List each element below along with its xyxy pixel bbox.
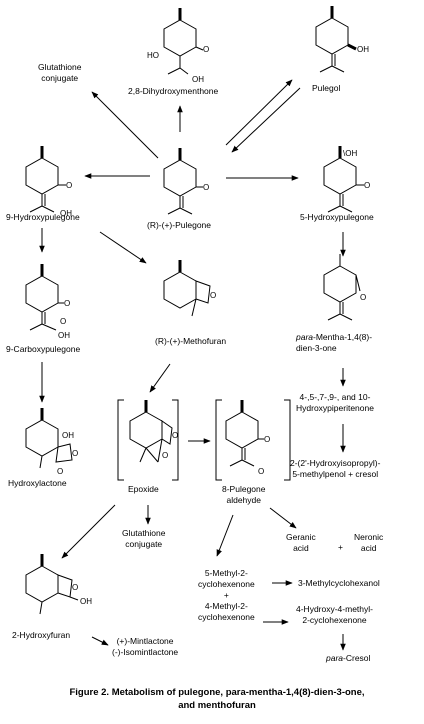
arrow-pulegone-to-pulegol <box>225 79 293 146</box>
aldehyde-carbonyl-oxygen: O <box>258 467 264 476</box>
epoxide-bracket-right <box>172 399 179 481</box>
carboxypulegone-structure <box>25 264 64 331</box>
pulegone-aldehyde-structure <box>225 400 264 467</box>
label-9-carboxypulegone: 9-Carboxypulegone <box>6 344 81 354</box>
label-neronic-acid: Neronic acid <box>354 532 384 553</box>
hydroxypulegone5-ketone-oxygen: O <box>364 181 370 190</box>
caption-line-2: and menthofuran <box>178 700 256 711</box>
label-5-hydroxypulegone: 5-Hydroxypulegone <box>300 212 374 222</box>
hydroxyfuran-hydroxyl: OH <box>80 597 92 606</box>
epoxide-bridge-oxygen: O <box>162 451 168 460</box>
pulegol-hydroxyl: OH <box>357 45 369 54</box>
dihydroxy-side-hydroxyl: OH <box>192 75 204 84</box>
hydroxypulegone5-hydroxyl: \OH <box>343 149 357 158</box>
label-mintlactones: (+)-Mintlactone (-)-Isomintlactone <box>112 636 179 657</box>
label-glutathione-conjugate-top: Glutathione conjugate <box>38 62 82 83</box>
aldehyde-bracket-right <box>284 399 291 481</box>
pulegone-ketone-oxygen: O <box>203 183 209 192</box>
arrow-aldehyde-to-acids <box>269 507 297 529</box>
label-hydroxypiperitenone: 4-,5-,7-,9-, and 10- Hydroxypiperitenone <box>296 392 374 413</box>
label-pulegol: Pulegol <box>312 83 341 93</box>
arrow-pulegone-to-glutathione <box>91 91 159 159</box>
hydroxyfuran-structure <box>25 554 79 615</box>
label-methofuran: (R)-(+)-Methofuran <box>155 336 227 346</box>
label-pulegone-aldehyde: 8-Pulegone aldehyde <box>222 484 266 505</box>
hydroxypulegone5-structure <box>323 146 364 213</box>
label-2-hydroxyfuran: 2-Hydroxyfuran <box>12 630 71 640</box>
epoxide-structure <box>129 400 173 463</box>
label-hydroxy-methyl-cyclohexenone: 4-Hydroxy-4-methyl- 2-cyclohexenone <box>296 604 373 625</box>
hydroxylactone-ring-oxygen: O <box>72 449 78 458</box>
arrow-methofuran-to-epoxide <box>149 363 171 393</box>
epoxide-ring-oxygen: O <box>172 431 178 440</box>
aldehyde-bracket-left <box>215 399 222 481</box>
arrow-epoxide-to-hydroxyfuran <box>61 504 116 559</box>
label-hydroxylactone: Hydroxylactone <box>8 478 67 488</box>
aldehyde-ketone-oxygen: O <box>264 435 270 444</box>
label-para-cresol: para-Cresol <box>326 653 370 664</box>
mentha-prefix: para <box>296 332 314 342</box>
cresol-rest: -Cresol <box>343 653 371 663</box>
epoxide-bracket-left <box>117 399 124 481</box>
arrow-9-hydroxy-to-methofuran <box>99 231 147 264</box>
label-mentha-dienone: para-Mentha-1,4(8)- dien-3-one <box>296 332 372 354</box>
carboxy-ketone-oxygen: O <box>64 299 70 308</box>
label-pulegone: (R)-(+)-Pulegone <box>147 220 212 230</box>
carboxy-carbonyl-oxygen: O <box>60 317 66 326</box>
hydroxypulegone9-ketone-oxygen: O <box>66 181 72 190</box>
label-dihydroxymenthone: 2,8-Dihydroxymenthone <box>128 86 219 96</box>
hydroxylactone-hydroxyl: OH <box>62 431 74 440</box>
arrow-pulegol-to-pulegone <box>231 87 301 153</box>
carboxy-hydroxyl: OH <box>58 331 70 340</box>
label-9-hydroxypulegone: 9-Hydroxypulegone <box>6 212 80 222</box>
label-plus-acids: + <box>338 542 343 552</box>
mentha-ketone-oxygen: O <box>360 293 366 302</box>
caption-line-1: Figure 2. Metabolism of pulegone, para-m… <box>69 687 365 698</box>
methofuran-ring-oxygen: O <box>210 291 216 300</box>
dihydroxy-ketone-oxygen: O <box>203 45 209 54</box>
dihydroxymenthone-structure <box>163 8 204 75</box>
cresol-prefix: para <box>326 653 344 663</box>
hydroxyfuran-ring-oxygen: O <box>72 583 78 592</box>
figure-caption: Figure 2. Metabolism of pulegone, para-m… <box>22 686 412 712</box>
arrow-aldehyde-to-cyclohexenones <box>216 514 234 557</box>
mentha-dienone-structure <box>323 254 361 321</box>
hydroxypulegone9-structure <box>25 146 66 213</box>
hydroxylactone-carbonyl-oxygen: O <box>57 467 63 476</box>
label-epoxide: Epoxide <box>128 484 159 494</box>
mentha-rest: -Mentha-1,4(8)- dien-3-one <box>296 332 373 353</box>
label-glutathione-conjugate-bottom: Glutathione conjugate <box>122 528 166 549</box>
dihydroxy-ring-hydroxyl: HO <box>147 51 159 60</box>
arrow-hydroxyfuran-to-mintlactones <box>91 636 109 646</box>
pulegol-structure <box>315 6 357 73</box>
hydroxypulegone9-hydroxyl: OH <box>60 209 72 218</box>
label-methyl-cyclohexenones: 5-Methyl-2- cyclohexenone + 4-Methyl-2- … <box>198 568 255 622</box>
label-3-methylcyclohexanol: 3-Methylcyclohexanol <box>298 578 380 588</box>
label-hydroxyisopropyl-methylphenol: 2-(2'-Hydroxyisopropyl)- 5-methylpenol +… <box>290 458 381 479</box>
methofuran-structure <box>163 260 211 317</box>
hydroxylactone-structure <box>25 408 73 469</box>
pulegone-structure <box>163 148 203 215</box>
label-geranic-acid: Geranic acid <box>286 532 316 553</box>
